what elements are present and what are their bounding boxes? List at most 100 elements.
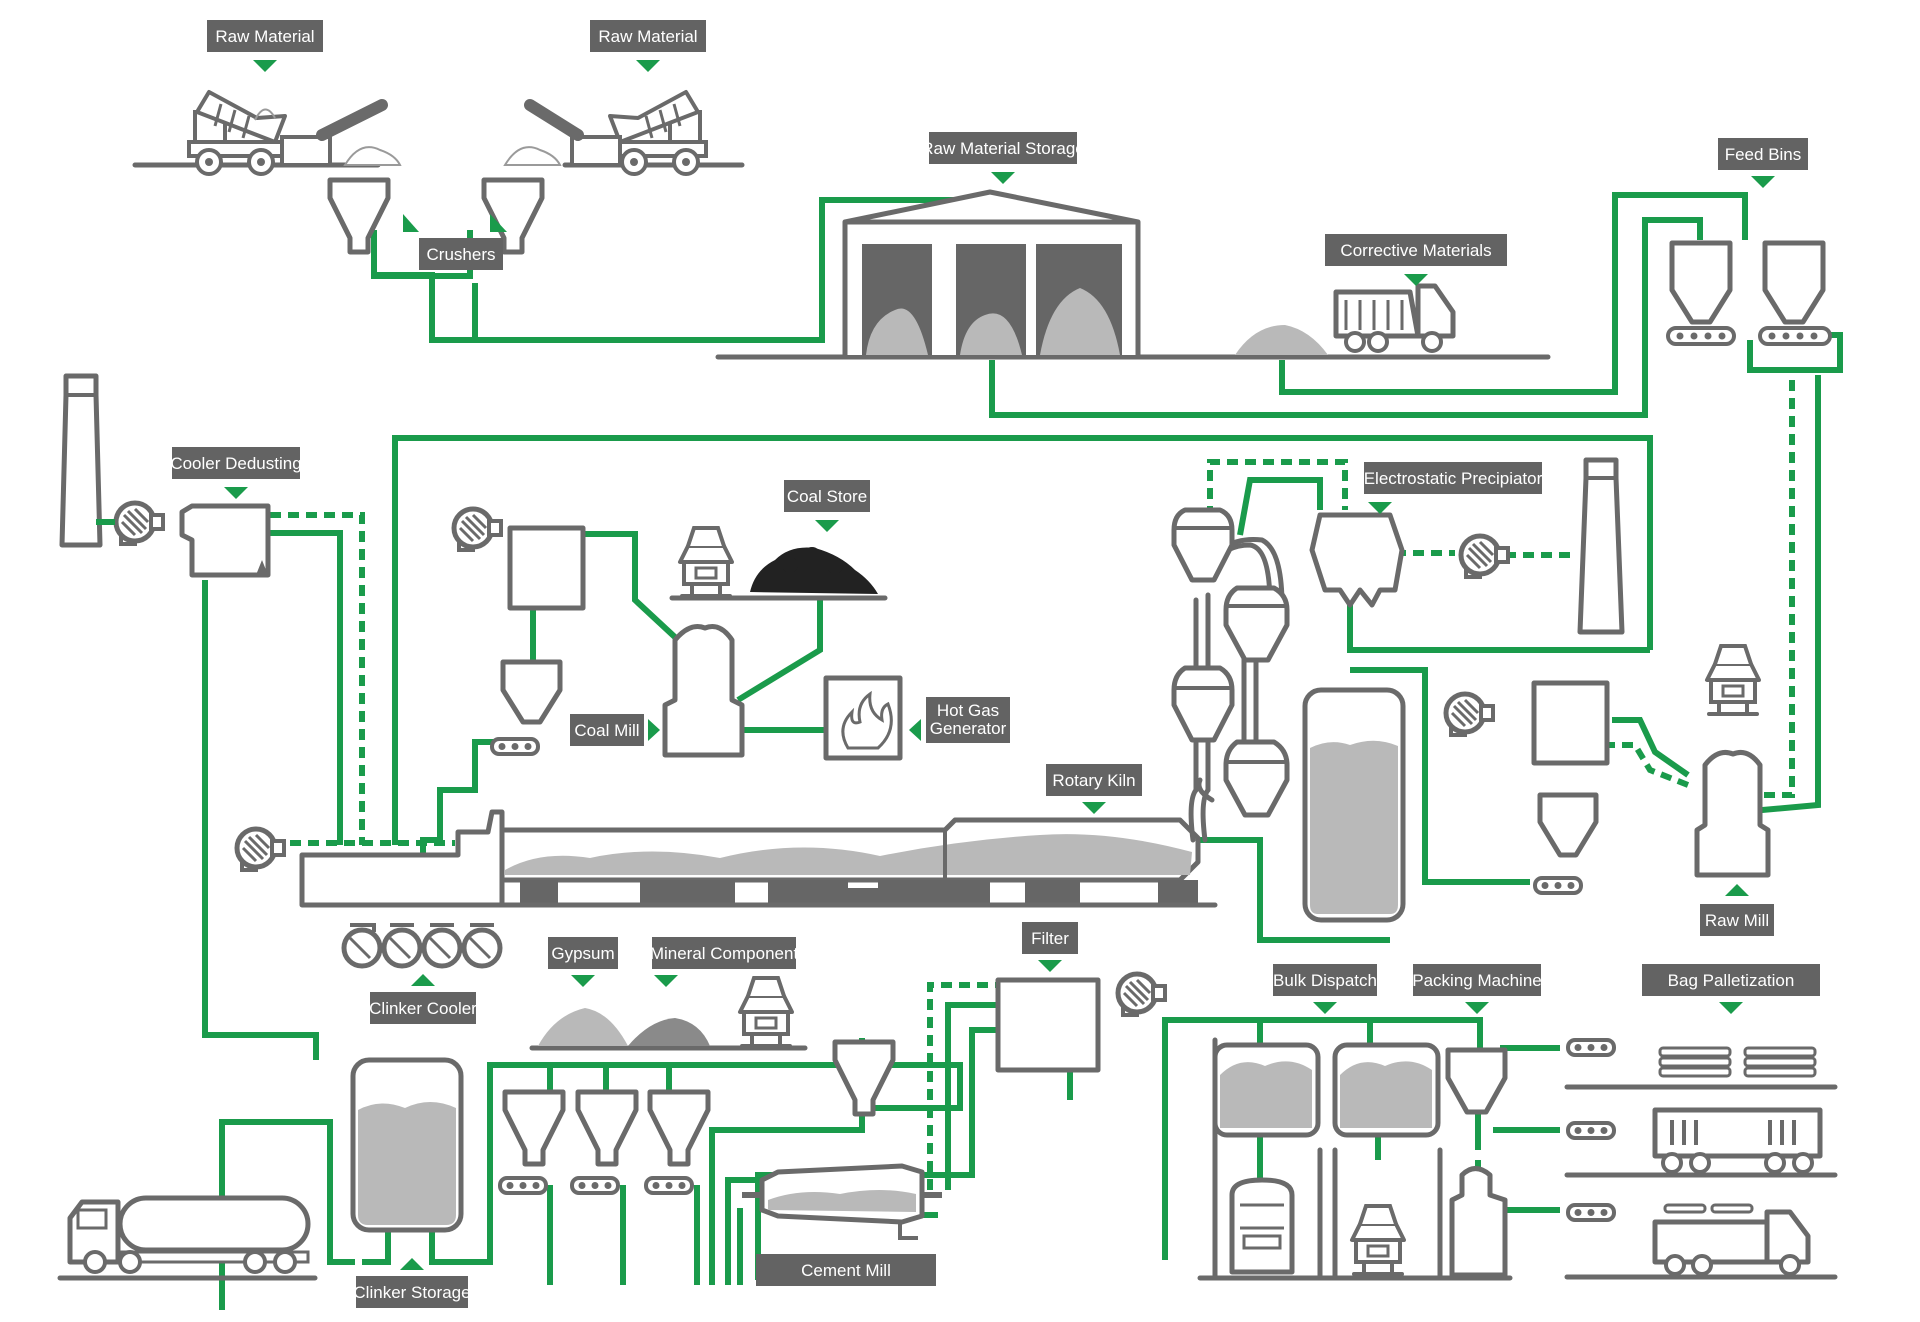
hopper-icon bbox=[505, 1092, 563, 1164]
electrostatic-precipitator bbox=[1309, 512, 1405, 608]
raw-mill bbox=[1694, 749, 1771, 878]
svg-text:Mineral Component: Mineral Component bbox=[650, 944, 799, 963]
feed-bins bbox=[1666, 240, 1832, 346]
fan-icon bbox=[1461, 536, 1508, 577]
svg-text:Packing Machine: Packing Machine bbox=[1412, 971, 1541, 990]
label-clinker-storage: Clinker Storage bbox=[353, 1258, 471, 1308]
label-filter: Filter bbox=[1022, 922, 1078, 972]
label-cement-mill: Cement Mill bbox=[756, 1254, 936, 1286]
raw-material-right bbox=[484, 90, 745, 252]
svg-text:Rotary Kiln: Rotary Kiln bbox=[1052, 771, 1135, 790]
svg-text:Raw Material: Raw Material bbox=[215, 27, 314, 46]
label-feed-bins: Feed Bins bbox=[1718, 138, 1808, 188]
gypsum-mineral-piles bbox=[529, 976, 808, 1051]
svg-text:Feed Bins: Feed Bins bbox=[1725, 145, 1802, 164]
label-crushers: Crushers bbox=[419, 238, 503, 270]
hopper-truck-icon bbox=[738, 976, 794, 1048]
packing-machine bbox=[1449, 1166, 1508, 1278]
label-bulk-dispatch: Bulk Dispatch bbox=[1273, 964, 1377, 1014]
hopper-icon bbox=[650, 1092, 708, 1164]
coal-filter-box bbox=[507, 525, 586, 611]
svg-text:Cement Mill: Cement Mill bbox=[801, 1261, 891, 1280]
svg-text:Generator: Generator bbox=[930, 719, 1007, 738]
label-raw-mill: Raw Mill bbox=[1700, 884, 1774, 936]
fan-icon bbox=[1118, 974, 1165, 1015]
hot-gas-generator bbox=[823, 675, 903, 761]
clinker-cooler bbox=[299, 809, 505, 969]
label-corrective-materials: Corrective Materials bbox=[1325, 234, 1507, 286]
label-gypsum: Gypsum bbox=[548, 937, 618, 987]
svg-text:Bag Palletization: Bag Palletization bbox=[1668, 971, 1795, 990]
clinker-storage-silo bbox=[350, 1057, 464, 1233]
svg-text:Coal Store: Coal Store bbox=[787, 487, 867, 506]
label-clinker-cooler: Clinker Cooler bbox=[369, 974, 477, 1024]
stack-left bbox=[59, 373, 103, 548]
preheater-tower bbox=[1171, 507, 1290, 843]
packing-hopper-icon bbox=[1445, 1047, 1508, 1115]
conveyor-icon bbox=[524, 99, 584, 141]
label-electrostatic-precipitator: Electrostatic Precipiator bbox=[1364, 462, 1543, 514]
dispatch-area bbox=[1197, 1037, 1513, 1281]
svg-text:Bulk Dispatch: Bulk Dispatch bbox=[1273, 971, 1377, 990]
svg-text:Raw Material: Raw Material bbox=[598, 27, 697, 46]
coal-store bbox=[669, 526, 888, 601]
hopper-icon bbox=[1537, 792, 1599, 858]
flow-lines bbox=[202, 192, 1843, 1310]
svg-text:Filter: Filter bbox=[1031, 929, 1069, 948]
label-raw-material-1: Raw Material bbox=[207, 20, 323, 72]
svg-text:Raw Mill: Raw Mill bbox=[1705, 911, 1769, 930]
conveyor-icon bbox=[316, 99, 388, 141]
stack-right bbox=[1577, 457, 1625, 635]
dump-truck-icon bbox=[187, 90, 287, 176]
flame-icon bbox=[841, 690, 893, 750]
hopper-truck-icon bbox=[1705, 644, 1761, 716]
svg-text:Hot Gas: Hot Gas bbox=[937, 701, 999, 720]
hopper-icon bbox=[835, 1042, 893, 1114]
dump-truck-icon bbox=[608, 90, 708, 176]
label-packing-machine: Packing Machine bbox=[1412, 964, 1542, 1014]
coal-mill bbox=[662, 624, 745, 758]
label-mineral-component: Mineral Component bbox=[650, 937, 799, 987]
svg-text:Raw Material Storage: Raw Material Storage bbox=[921, 139, 1084, 158]
pallet-truck-icon bbox=[1652, 1203, 1811, 1276]
cement-filter-box bbox=[995, 977, 1101, 1073]
label-raw-material-2: Raw Material bbox=[590, 20, 706, 72]
rotary-kiln bbox=[499, 817, 1218, 908]
hopper-icon bbox=[578, 1092, 636, 1164]
bulk-truck-icon bbox=[1229, 1177, 1295, 1275]
cement-mill bbox=[742, 1163, 942, 1240]
svg-text:Electrostatic Precipiator: Electrostatic Precipiator bbox=[1364, 469, 1543, 488]
label-coal-store: Coal Store bbox=[784, 480, 870, 532]
label-bag-palletization: Bag Palletization bbox=[1642, 964, 1820, 1014]
raw-material-left bbox=[132, 90, 402, 252]
svg-text:Corrective Materials: Corrective Materials bbox=[1340, 241, 1491, 260]
svg-text:Clinker Storage: Clinker Storage bbox=[353, 1283, 470, 1302]
label-raw-material-storage: Raw Material Storage bbox=[921, 132, 1085, 184]
svg-text:Clinker Cooler: Clinker Cooler bbox=[369, 999, 477, 1018]
label-cooler-dedusting: Cooler Dedusting bbox=[170, 447, 302, 499]
hopper-icon bbox=[500, 659, 563, 725]
fan-icon bbox=[454, 509, 501, 550]
bag-palletization bbox=[1564, 1038, 1838, 1280]
raw-material-storage-warehouse bbox=[715, 189, 1551, 360]
cooler-dedusting-unit bbox=[179, 503, 271, 578]
tanker-truck bbox=[57, 1195, 318, 1281]
svg-text:Crushers: Crushers bbox=[427, 245, 496, 264]
label-hot-gas-generator: Hot Gas Generator bbox=[926, 697, 1010, 743]
fan-icon bbox=[1446, 694, 1493, 735]
fan-icon bbox=[116, 503, 163, 544]
hopper-truck-icon bbox=[678, 526, 734, 598]
hopper-truck-icon bbox=[1350, 1204, 1406, 1276]
svg-text:Coal Mill: Coal Mill bbox=[574, 721, 639, 740]
fan-icon bbox=[237, 829, 284, 870]
dump-truck-icon bbox=[1333, 283, 1456, 353]
svg-text:Gypsum: Gypsum bbox=[551, 944, 614, 963]
label-coal-mill: Coal Mill bbox=[570, 714, 644, 746]
crusher-hopper-icon bbox=[330, 180, 388, 252]
svg-text:Cooler Dedusting: Cooler Dedusting bbox=[170, 454, 301, 473]
label-rotary-kiln: Rotary Kiln bbox=[1046, 764, 1142, 814]
raw-meal-silo bbox=[1302, 687, 1406, 923]
raw-mill-filter-box bbox=[1531, 680, 1610, 766]
corrective-materials-pile bbox=[1235, 283, 1456, 355]
